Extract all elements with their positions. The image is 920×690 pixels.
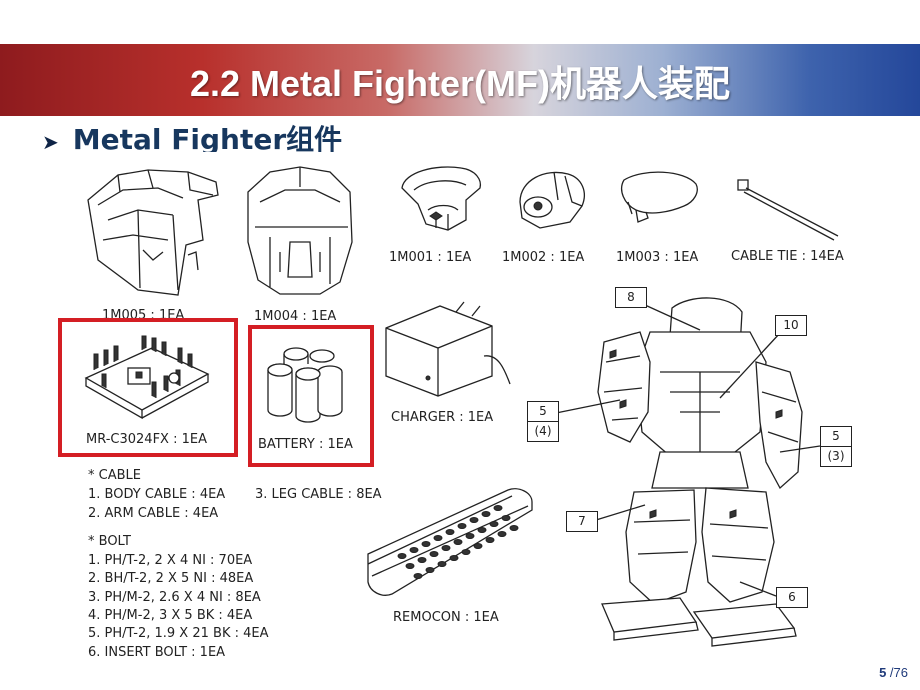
subtitle-text: Metal Fighter组件 bbox=[72, 123, 343, 154]
bolt-item: 4. PH/M-2, 3 X 5 BK : 4EA bbox=[88, 608, 253, 623]
battery-cells bbox=[267, 347, 343, 423]
callout-4: (4) bbox=[527, 421, 559, 442]
part-1m003-drawing bbox=[621, 171, 698, 223]
callout-8: 8 bbox=[615, 287, 647, 308]
cable-body: 1. BODY CABLE : 4EA bbox=[88, 487, 226, 502]
cable-heading: * CABLE bbox=[88, 468, 141, 483]
charger-drawing bbox=[385, 301, 511, 397]
battery-label: BATTERY : 1EA bbox=[258, 437, 353, 452]
controller-highlight-box bbox=[58, 318, 238, 457]
callout-5-right: 5 bbox=[820, 426, 852, 447]
remote-buttons bbox=[397, 505, 519, 579]
bolt-item: 3. PH/M-2, 2.6 X 4 NI : 8EA bbox=[88, 590, 261, 605]
slide-title: 2.2 Metal Fighter(MF)机器人装配 bbox=[189, 63, 731, 104]
remocon-label: REMOCON : 1EA bbox=[393, 610, 499, 625]
part-1m001-label: 1M001 : 1EA bbox=[389, 250, 472, 265]
page-number: 5 /76 bbox=[879, 665, 908, 680]
bolt-item: 2. BH/T-2, 2 X 5 NI : 48EA bbox=[88, 571, 254, 586]
callout-5-left: 5 bbox=[527, 401, 559, 422]
part-1m004-label: 1M004 : 1EA bbox=[254, 309, 337, 324]
part-1m003-label: 1M003 : 1EA bbox=[616, 250, 699, 265]
callout-10: 10 bbox=[775, 315, 807, 336]
slide-subtitle: ➤ Metal Fighter组件 bbox=[42, 120, 342, 154]
part-1m001-drawing bbox=[401, 166, 482, 231]
bolt-item: 5. PH/T-2, 1.9 X 21 BK : 4EA bbox=[88, 626, 269, 641]
part-1m002-drawing bbox=[519, 171, 585, 229]
controller-board-drawing bbox=[84, 335, 210, 420]
bolt-item: 6. INSERT BOLT : 1EA bbox=[88, 645, 226, 660]
page-total: /76 bbox=[889, 665, 908, 680]
bolt-item: 1. PH/T-2, 2 X 4 NI : 70EA bbox=[88, 553, 253, 568]
title-banner bbox=[0, 44, 920, 116]
cable-leg: 3. LEG CABLE : 8EA bbox=[255, 487, 382, 502]
assembled-robot-drawing bbox=[597, 297, 803, 647]
bolt-heading: * BOLT bbox=[88, 534, 131, 549]
robot-detail-lines bbox=[609, 349, 783, 519]
header-pins bbox=[93, 335, 193, 398]
charger-label: CHARGER : 1EA bbox=[391, 410, 494, 425]
remote-control-drawing bbox=[367, 488, 533, 596]
callout-3: (3) bbox=[820, 446, 852, 467]
part-1m004-drawing bbox=[247, 166, 353, 295]
battery-drawing bbox=[267, 347, 343, 423]
callout-6: 6 bbox=[776, 587, 808, 608]
callout-7: 7 bbox=[566, 511, 598, 532]
part-1m005-drawing bbox=[87, 169, 219, 296]
part-1m005-label: 1M005 : 1EA bbox=[102, 308, 185, 318]
cable-tie-drawing bbox=[737, 179, 839, 241]
battery-highlight-box bbox=[248, 325, 374, 467]
bullet-arrow-icon: ➤ bbox=[42, 130, 59, 154]
controller-label: MR-C3024FX : 1EA bbox=[86, 432, 207, 447]
cable-tie-label: CABLE TIE : 14EA bbox=[731, 249, 844, 264]
part-1m002-label: 1M002 : 1EA bbox=[502, 250, 585, 265]
page-current: 5 bbox=[879, 665, 887, 680]
cable-arm: 2. ARM CABLE : 4EA bbox=[88, 506, 219, 521]
